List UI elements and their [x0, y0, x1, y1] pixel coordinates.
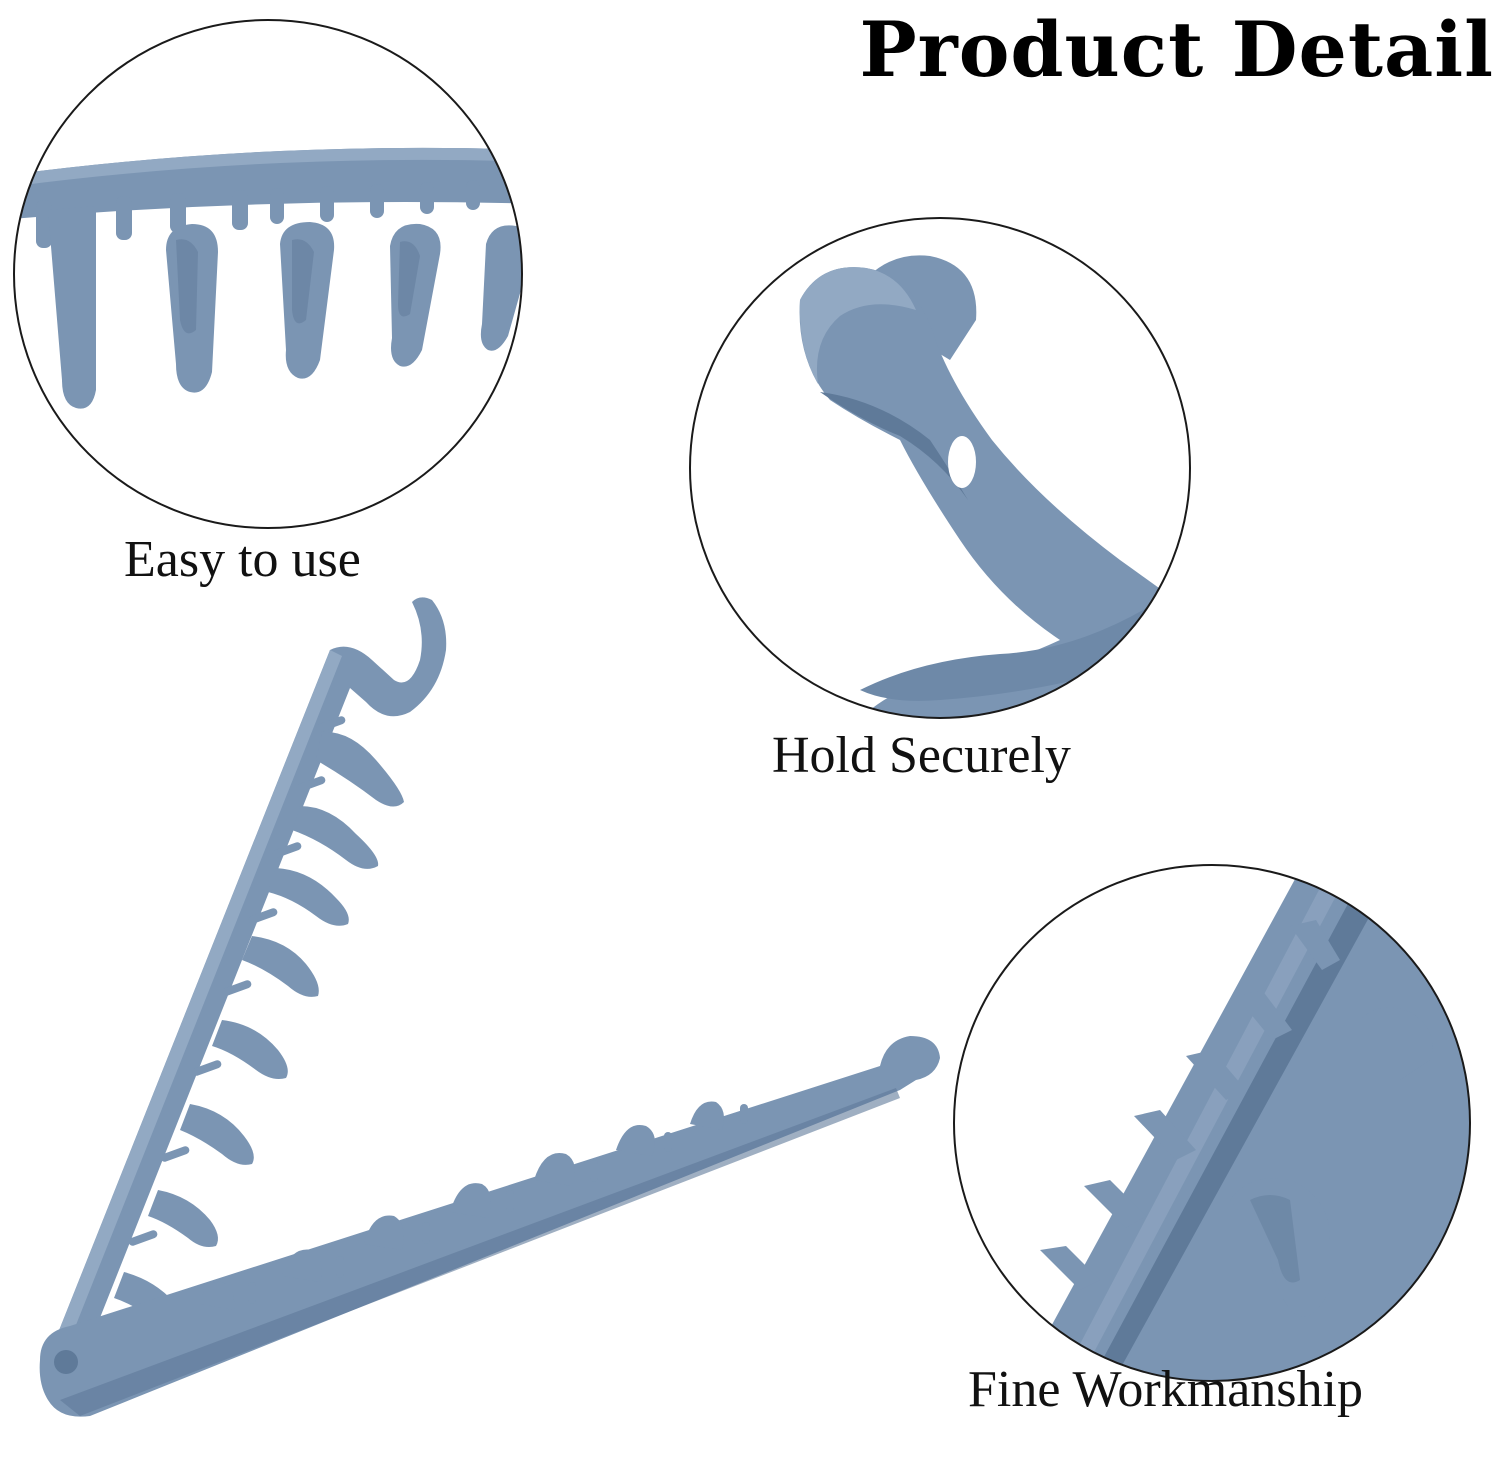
detail-circle-easy	[13, 19, 523, 529]
detail-circle-hold	[689, 217, 1191, 719]
feature-caption-fine-workmanship: Fine Workmanship	[968, 1361, 1363, 1418]
feature-caption-easy-to-use: Easy to use	[124, 531, 361, 588]
feature-caption-hold-securely: Hold Securely	[772, 727, 1071, 784]
detail-circle-fine	[953, 864, 1471, 1382]
page-title: Product Detail	[859, 5, 1494, 94]
hair-clip-image	[39, 597, 940, 1417]
